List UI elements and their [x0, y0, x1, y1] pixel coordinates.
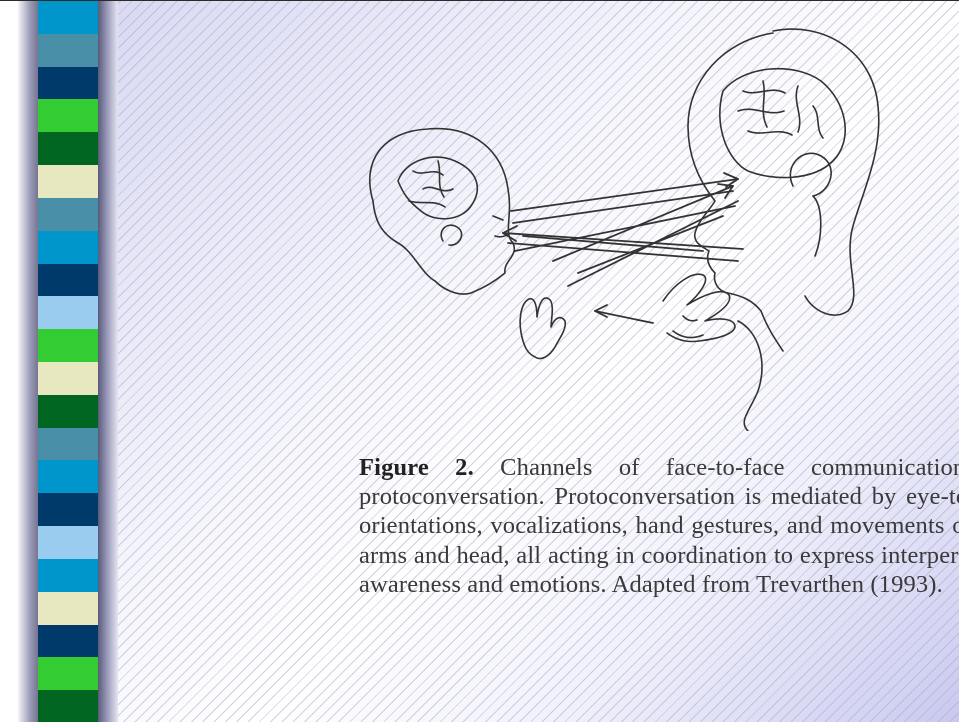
- ribbon-band: [38, 395, 100, 429]
- ribbon-band: [38, 264, 100, 298]
- communication-arrows: [503, 173, 743, 323]
- ribbon-shadow-left: [18, 1, 40, 722]
- content-panel: Figure 2. Channels of face-to-face commu…: [118, 1, 959, 722]
- hands-drawing: [520, 274, 762, 431]
- decorative-color-ribbon: [38, 1, 100, 722]
- ribbon-band: [38, 296, 100, 330]
- ribbon-band: [38, 625, 100, 659]
- mother-head-drawing: [688, 29, 879, 351]
- ribbon-band: [38, 231, 100, 265]
- figure-caption-label: Figure 2.: [359, 454, 474, 481]
- infant-head-drawing: [370, 129, 515, 294]
- ribbon-band: [38, 559, 100, 593]
- ribbon-band: [38, 132, 100, 166]
- ribbon-band: [38, 460, 100, 494]
- ribbon-band: [38, 67, 100, 101]
- ribbon-band: [38, 690, 100, 722]
- ribbon-shadow-right: [98, 1, 118, 722]
- ribbon-band: [38, 428, 100, 462]
- figure-caption: Figure 2. Channels of face-to-face commu…: [359, 453, 959, 599]
- ribbon-band: [38, 329, 100, 363]
- ribbon-band: [38, 99, 100, 133]
- ribbon-band: [38, 657, 100, 691]
- ribbon-band: [38, 1, 100, 35]
- ribbon-band: [38, 362, 100, 396]
- ribbon-band: [38, 526, 100, 560]
- ribbon-band: [38, 165, 100, 199]
- infant-mother-communication-illustration: [343, 11, 883, 431]
- ribbon-band: [38, 34, 100, 68]
- ribbon-band: [38, 592, 100, 626]
- ribbon-band: [38, 493, 100, 527]
- ribbon-band: [38, 198, 100, 232]
